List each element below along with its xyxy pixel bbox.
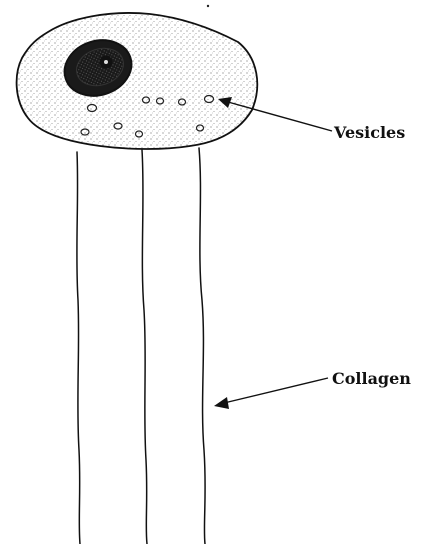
collagen-leader-line xyxy=(224,378,328,403)
cell-body xyxy=(17,13,258,149)
stray-mark xyxy=(207,5,209,7)
collagen-fiber xyxy=(142,150,147,544)
collagen-fiber xyxy=(77,152,80,544)
collagen-fibers xyxy=(77,148,205,544)
collagen-annotation: Collagen xyxy=(214,369,411,409)
collagen-arrowhead xyxy=(214,397,229,409)
vesicles-label: Vesicles xyxy=(333,123,405,142)
collagen-fiber xyxy=(199,148,205,544)
collagen-label: Collagen xyxy=(332,369,411,388)
cell-membrane xyxy=(17,13,258,149)
nucleolus-center xyxy=(104,60,108,64)
